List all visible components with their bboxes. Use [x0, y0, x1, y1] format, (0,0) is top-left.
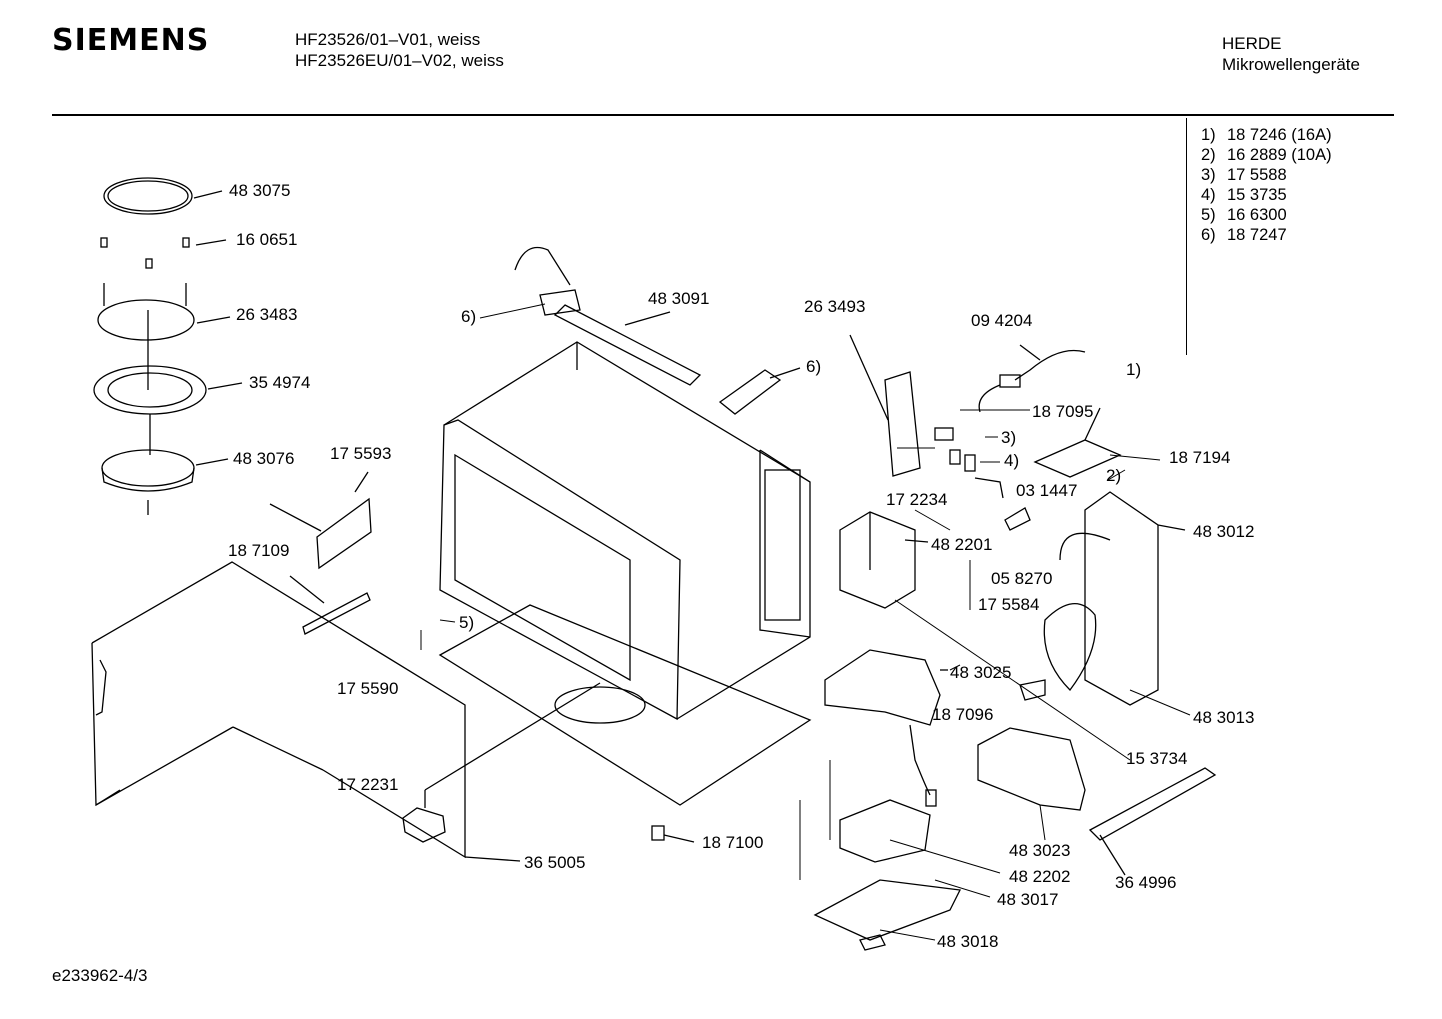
part-label: 48 3076 — [233, 449, 295, 468]
foot-part — [651, 825, 695, 843]
glass-tray-part — [93, 365, 243, 455]
sensor-cable-part — [909, 724, 937, 807]
part-label: 17 2234 — [886, 490, 948, 509]
legend-item: 3) 17 5588 — [1201, 165, 1332, 185]
legend-divider — [1186, 118, 1187, 355]
part-label: 5) — [459, 613, 475, 632]
switch-bracket-part — [849, 334, 921, 477]
turntable-rollers-part — [100, 237, 227, 269]
roller-support-part — [97, 283, 231, 390]
legend-item: 5) 16 6300 — [1201, 205, 1332, 225]
part-label: 36 4996 — [1115, 873, 1177, 892]
part-label: 18 7109 — [228, 541, 290, 560]
leader-lines — [420, 303, 1191, 941]
part-label: 18 7194 — [1169, 448, 1231, 467]
legend-key: 3) — [1201, 166, 1216, 184]
bracket-part — [289, 575, 371, 635]
legend-key: 6) — [1201, 226, 1216, 244]
part-label: 3) — [1001, 428, 1017, 447]
legend-value: 15 3735 — [1227, 186, 1287, 204]
legend-value: 16 2889 (10A) — [1227, 146, 1332, 164]
heater-bracket-part — [718, 367, 801, 415]
legend-key: 2) — [1201, 146, 1216, 164]
part-label: 09 4204 — [971, 311, 1033, 330]
door-frame-part — [439, 419, 681, 721]
part-label: 1) — [1126, 360, 1142, 379]
outer-housing-part — [91, 561, 521, 862]
part-label: 4) — [1004, 451, 1020, 470]
part-label: 36 5005 — [524, 853, 586, 872]
part-label: 48 3075 — [229, 181, 291, 200]
legend-item: 2) 16 2889 (10A) — [1201, 145, 1332, 165]
legend-item: 1) 18 7246 (16A) — [1201, 125, 1332, 145]
part-label: 48 3018 — [937, 932, 999, 951]
part-label: 6) — [806, 357, 822, 376]
legend-item: 4) 15 3735 — [1201, 185, 1332, 205]
rail-part — [1088, 767, 1217, 876]
part-label: 35 4974 — [249, 373, 311, 392]
air-duct-part — [824, 649, 948, 726]
part-label: 15 3734 — [1126, 749, 1188, 768]
legend-key: 5) — [1201, 206, 1216, 224]
legend-key: 1) — [1201, 126, 1216, 144]
microswitch-part — [934, 427, 1031, 531]
cavity-body-part — [443, 341, 811, 720]
part-label: 03 1447 — [1016, 481, 1078, 500]
legend-value: 18 7247 — [1227, 226, 1287, 244]
fuse-board-part — [1033, 407, 1122, 478]
legend-value: 18 7246 (16A) — [1227, 126, 1332, 144]
part-label: 16 0651 — [236, 230, 298, 249]
part-label: 26 3483 — [236, 305, 298, 324]
fan-blade-part — [1043, 602, 1097, 691]
turntable-ring-part — [103, 177, 223, 215]
part-label: 26 3493 — [804, 297, 866, 316]
part-label: 48 3017 — [997, 890, 1059, 909]
part-label: 17 5590 — [337, 679, 399, 698]
part-label: 6) — [461, 307, 477, 326]
motor-part — [402, 682, 601, 843]
category-line-1: HERDE — [1222, 34, 1282, 53]
category-line-2: Mikrowellengeräte — [1222, 55, 1360, 74]
part-label: 48 3025 — [950, 663, 1012, 682]
transformer-part — [839, 511, 929, 609]
lamp-part — [977, 679, 1086, 811]
header-divider — [52, 114, 1394, 116]
cover-plate-part — [269, 471, 372, 570]
part-label: 18 7096 — [932, 705, 994, 724]
part-label: 17 5593 — [330, 444, 392, 463]
base-plate-part — [438, 604, 812, 806]
part-label: 48 3012 — [1193, 522, 1255, 541]
part-label: 17 5584 — [978, 595, 1040, 614]
power-cord-part — [978, 344, 1086, 413]
legend-value: 17 5588 — [1227, 166, 1287, 184]
part-label: 48 2201 — [931, 535, 993, 554]
legend-item: 6) 18 7247 — [1201, 225, 1332, 245]
part-label: 17 2231 — [337, 775, 399, 794]
part-label: 18 7100 — [702, 833, 764, 852]
part-label: 48 2202 — [1009, 867, 1071, 886]
part-label: 48 3091 — [648, 289, 710, 308]
control-module-part — [839, 799, 931, 863]
legend: 1) 18 7246 (16A) 2) 16 2889 (10A) 3) 17 558… — [1201, 125, 1332, 245]
part-label: 48 3013 — [1193, 708, 1255, 727]
part-label: 18 7095 — [1032, 402, 1094, 421]
model-line-2: HF23526EU/01–V02, weiss — [295, 51, 504, 70]
part-label: 2) — [1106, 466, 1122, 485]
model-line-1: HF23526/01–V01, weiss — [295, 30, 481, 49]
heater-tube-part — [514, 246, 702, 386]
document-code: e233962-4/3 — [52, 966, 148, 985]
part-label: 48 3023 — [1009, 841, 1071, 860]
part-label: 05 8270 — [991, 569, 1053, 588]
legend-key: 4) — [1201, 186, 1216, 204]
brand-logo: SIEMENS — [52, 23, 210, 58]
coupler-dome-part — [101, 449, 229, 515]
legend-value: 16 6300 — [1227, 206, 1287, 224]
bottom-tray-part — [813, 879, 961, 951]
fan-housing-part — [1059, 491, 1186, 706]
